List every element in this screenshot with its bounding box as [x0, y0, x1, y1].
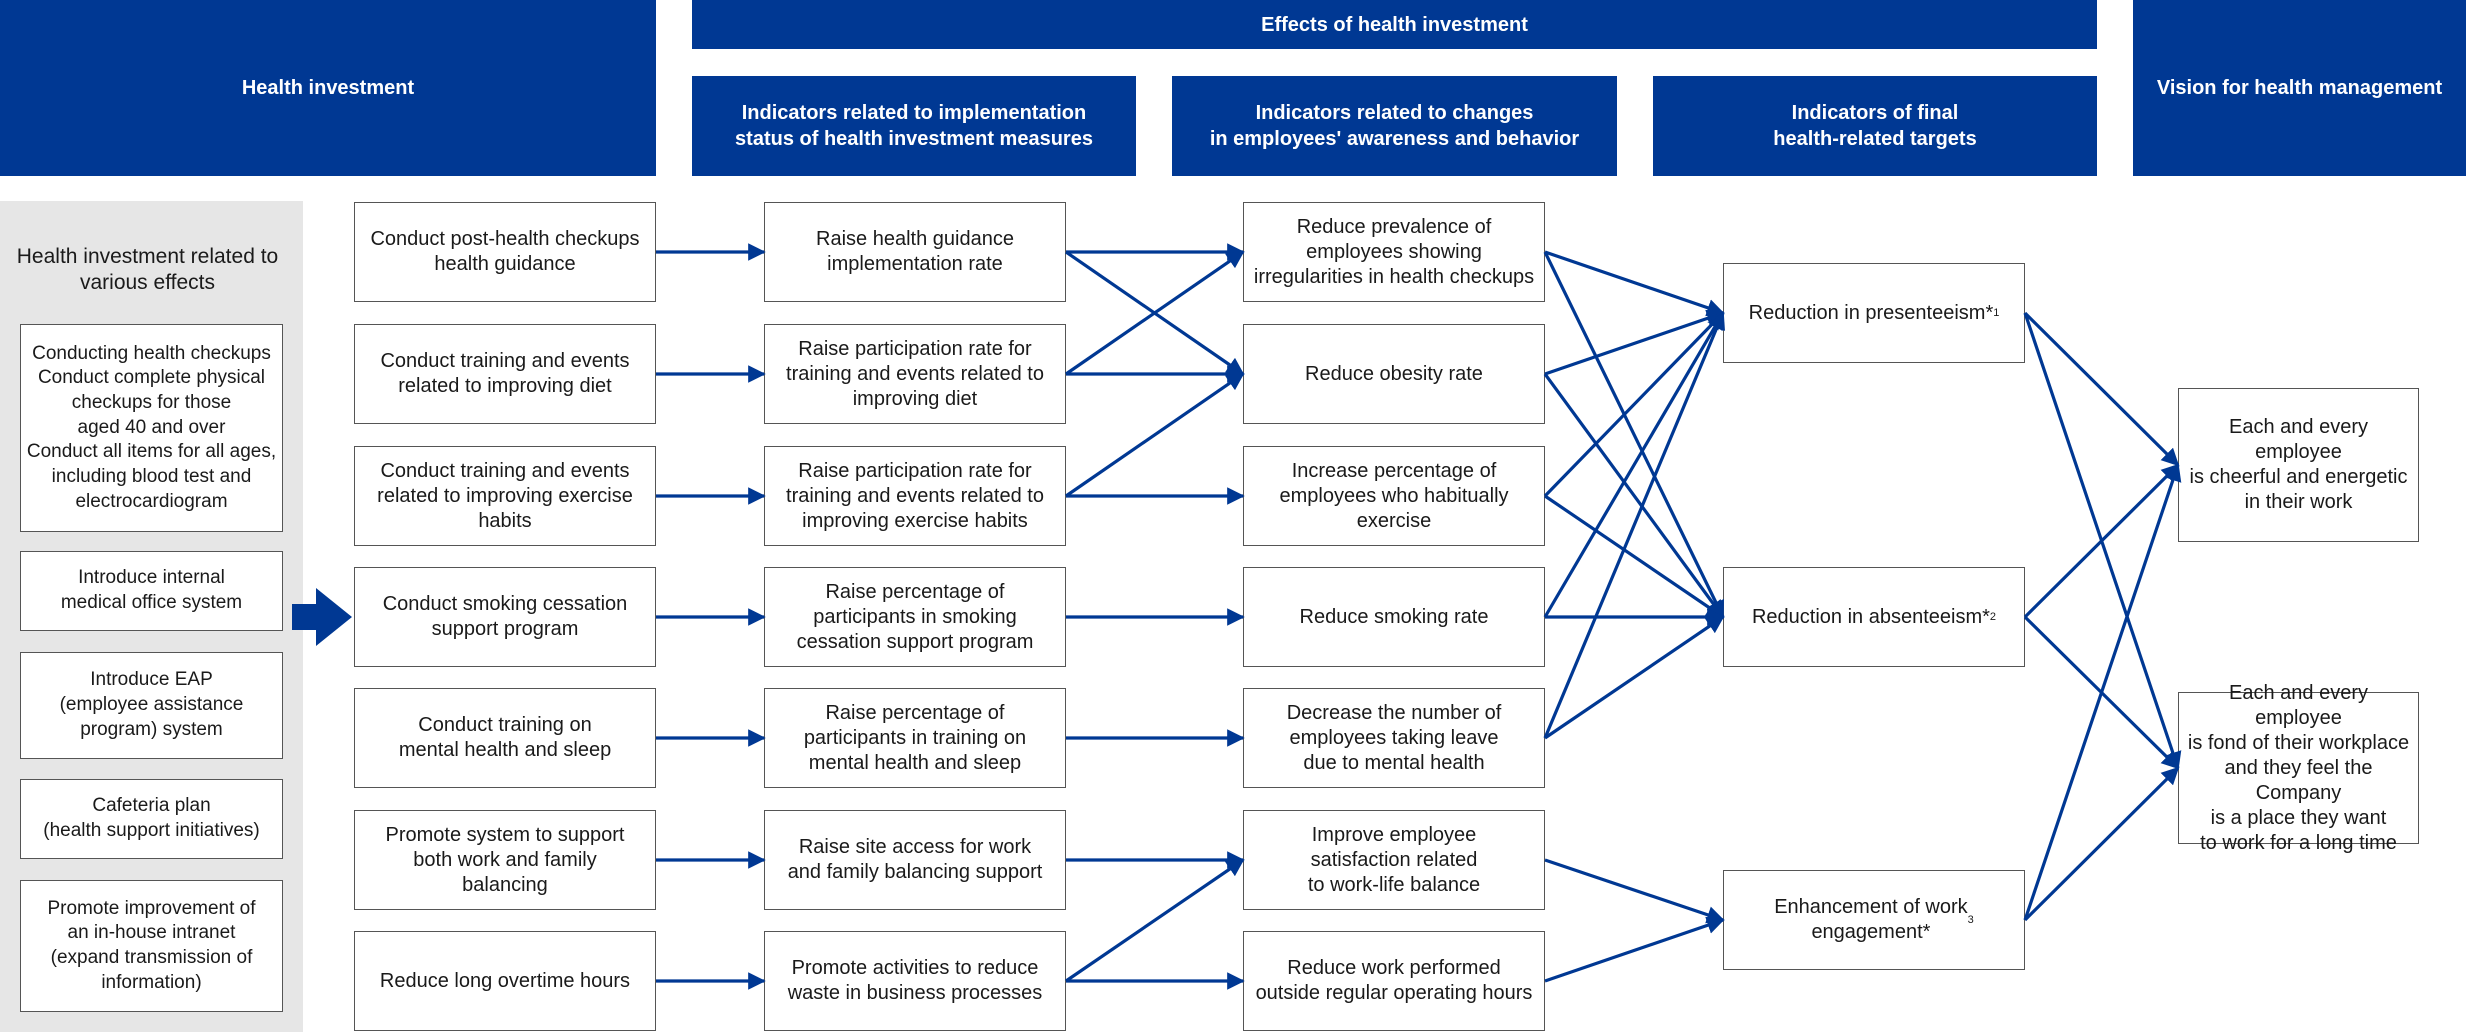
header-final-targets: Indicators of final health-related targe… — [1653, 76, 2097, 176]
connector-arrow-20 — [1544, 309, 1725, 376]
connector-arrow-32 — [2023, 463, 2180, 619]
implementation-mental-health-participants: Raise percentage of participants in trai… — [764, 688, 1066, 788]
awareness-work-life-satisfaction: Improve employee satisfaction related to… — [1243, 810, 1545, 910]
connector-arrow-16 — [1065, 858, 1245, 983]
target-absenteeism: Reduction in absenteeism*2 — [1723, 567, 2025, 667]
left-item-health-checkups: Conducting health checkups Conduct compl… — [20, 324, 283, 532]
connector-arrow-27 — [1544, 615, 1725, 740]
header-health-investment: Health investment — [0, 0, 656, 176]
connector-arrow-33 — [2023, 615, 2180, 770]
awareness-checkup-irregularities: Reduce prevalence of employees showing i… — [1243, 202, 1545, 302]
awareness-smoking-rate: Reduce smoking rate — [1243, 567, 1545, 667]
connector-arrow-9 — [1065, 250, 1245, 376]
vision-fond-of-workplace: Each and every employee is fond of their… — [2178, 682, 2419, 854]
left-item-cafeteria-plan: Cafeteria plan (health support initiativ… — [20, 779, 283, 859]
implementation-site-access: Raise site access for work and family ba… — [764, 810, 1066, 910]
header-awareness: Indicators related to changes in employe… — [1172, 76, 1617, 176]
vision-cheerful-energetic: Each and every employee is cheerful and … — [2178, 388, 2419, 542]
header-effects: Effects of health investment — [692, 0, 2097, 49]
left-item-intranet: Promote improvement of an in-house intra… — [20, 880, 283, 1012]
investment-exercise-training: Conduct training and events related to i… — [354, 446, 656, 546]
connector-arrow-30 — [2023, 311, 2180, 467]
awareness-mental-health-leave: Decrease the number of employees taking … — [1243, 688, 1545, 788]
header-vision: Vision for health management — [2133, 0, 2466, 176]
target-presenteeism: Reduction in presenteeism*1 — [1723, 263, 2025, 363]
connector-arrow-23 — [1544, 494, 1725, 619]
investment-mental-health-training: Conduct training on mental health and sl… — [354, 688, 656, 788]
target-work-engagement: Enhancement of work engagement*3 — [1723, 870, 2025, 970]
connector-arrow-34 — [2023, 463, 2182, 921]
left-panel-title: Health investment related to various eff… — [16, 245, 279, 295]
connector-arrow-28 — [1544, 858, 1725, 924]
connector-arrow-26 — [1543, 311, 1725, 739]
awareness-outside-hours-work: Reduce work performed outside regular op… — [1243, 931, 1545, 1031]
investment-work-family-support: Promote system to support both work and … — [354, 810, 656, 910]
investment-smoking-cessation: Conduct smoking cessation support progra… — [354, 567, 656, 667]
connector-arrow-8 — [1065, 250, 1245, 376]
connector-arrow-18 — [1544, 250, 1725, 317]
target-absenteeism-label: Reduction in absenteeism* — [1751, 605, 1990, 628]
target-presenteeism-label: Reduction in presenteeism* — [1748, 301, 1994, 324]
awareness-habitual-exercise: Increase percentage of employees who hab… — [1243, 446, 1545, 546]
investment-reduce-overtime: Reduce long overtime hours — [354, 931, 656, 1031]
implementation-diet-participation: Raise participation rate for training an… — [764, 324, 1066, 424]
implementation-reduce-waste: Promote activities to reduce waste in bu… — [764, 931, 1066, 1031]
connector-arrow-31 — [2023, 312, 2182, 770]
left-item-medical-office: Introduce internal medical office system — [20, 551, 283, 631]
implementation-exercise-participation: Raise participation rate for training an… — [764, 446, 1066, 546]
left-item-eap: Introduce EAP (employee assistance progr… — [20, 652, 283, 759]
header-implementation: Indicators related to implementation sta… — [692, 76, 1136, 176]
connector-arrow-35 — [2023, 766, 2180, 922]
connector-arrow-11 — [1065, 372, 1245, 498]
investment-post-checkup-guidance: Conduct post-health checkups health guid… — [354, 202, 656, 302]
connector-arrow-19 — [1543, 251, 1725, 619]
connector-arrow-22 — [1543, 311, 1725, 498]
awareness-obesity-rate: Reduce obesity rate — [1243, 324, 1545, 424]
connector-arrow-29 — [1544, 916, 1725, 983]
target-work-engagement-label: Enhancement of work engagement* — [1774, 896, 1968, 943]
implementation-smoking-participants: Raise percentage of participants in smok… — [764, 567, 1066, 667]
investment-diet-training: Conduct training and events related to i… — [354, 324, 656, 424]
connector-arrow-21 — [1543, 373, 1725, 619]
implementation-guidance-rate: Raise health guidance implementation rat… — [764, 202, 1066, 302]
connector-arrow-24 — [1543, 311, 1725, 618]
